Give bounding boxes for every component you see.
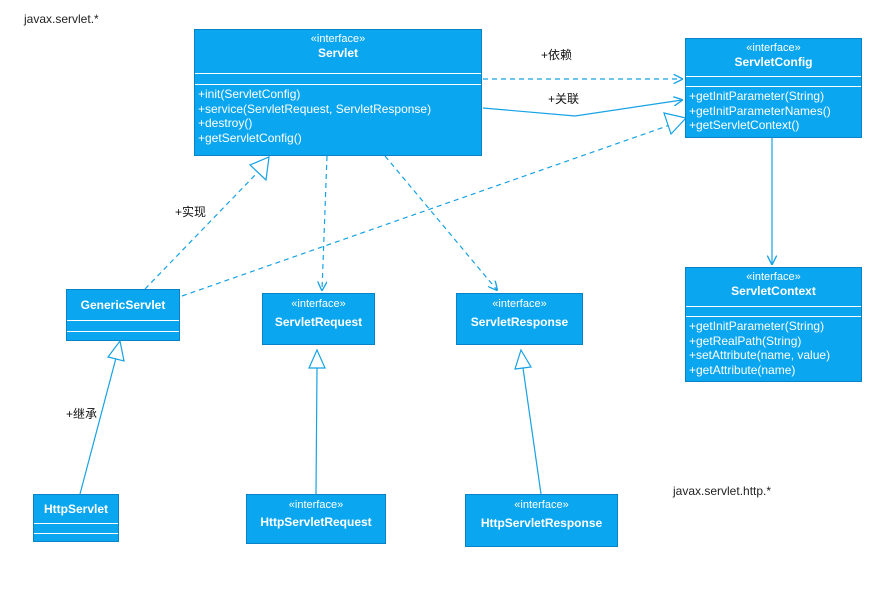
operation: +getInitParameterNames() xyxy=(689,103,831,118)
class-servlet[interactable]: «interface» Servlet +init(ServletConfig)… xyxy=(194,29,482,156)
inheritance-http-response xyxy=(522,367,542,495)
class-generic-servlet-header: GenericServlet xyxy=(67,290,179,320)
package-label-http: javax.servlet.http.* xyxy=(673,484,772,498)
stereotype-label: «interface» xyxy=(746,271,801,283)
class-name: HttpServletResponse xyxy=(480,516,603,530)
class-servlet-header: «interface» Servlet xyxy=(195,30,481,73)
realization-generic-servlet xyxy=(144,171,259,290)
class-servlet-request-header: «interface» ServletRequest xyxy=(263,294,374,344)
class-servlet-request[interactable]: «interface» ServletRequest xyxy=(262,293,375,345)
association-servlet-config xyxy=(482,100,682,117)
label-realization: +实现 xyxy=(175,205,207,219)
operation: +destroy() xyxy=(198,116,253,130)
label-dependency: +依赖 xyxy=(541,48,573,62)
inheritance-arrowhead-generic xyxy=(106,339,125,362)
operation: +getServletConfig() xyxy=(198,130,302,145)
class-http-servlet-request-header: «interface» HttpServletRequest xyxy=(247,495,385,543)
operations-compartment xyxy=(34,533,118,543)
operation: +service(ServletRequest, ServletResponse… xyxy=(198,101,432,116)
class-name: ServletRequest xyxy=(274,315,363,329)
class-name: ServletContext xyxy=(731,284,816,298)
attributes-compartment xyxy=(34,523,118,533)
label-inheritance: +继承 xyxy=(66,407,98,421)
class-name: ServletResponse xyxy=(470,315,569,329)
operation: +init(ServletConfig) xyxy=(198,87,301,101)
attributes-compartment xyxy=(686,76,861,86)
class-name: HttpServlet xyxy=(43,502,108,516)
class-name: ServletConfig xyxy=(734,55,813,69)
operations-compartment: +getInitParameter(String) +getInitParame… xyxy=(686,86,861,135)
realization-arrowhead-config xyxy=(663,112,688,136)
operation: +getInitParameter(String) xyxy=(689,89,825,103)
stereotype-label: «interface» xyxy=(310,33,366,45)
class-servlet-context[interactable]: «interface» ServletContext +getInitParam… xyxy=(685,267,862,382)
inheritance-arrowhead-response xyxy=(514,348,532,370)
operation: +getServletContext() xyxy=(689,118,800,132)
class-http-servlet-request[interactable]: «interface» HttpServletRequest xyxy=(246,494,386,544)
stereotype-label: «interface» xyxy=(746,42,801,54)
inheritance-http-request xyxy=(315,367,318,495)
attributes-compartment xyxy=(195,73,481,84)
class-servlet-context-header: «interface» ServletContext xyxy=(686,268,861,306)
operation: +getInitParameter(String) xyxy=(689,319,825,333)
operations-compartment: +getInitParameter(String) +getRealPath(S… xyxy=(686,316,861,379)
dependency-servlet-response xyxy=(384,155,497,290)
stereotype-label: «interface» xyxy=(291,298,346,310)
class-generic-servlet[interactable]: GenericServlet xyxy=(66,289,180,341)
package-label-servlet: javax.servlet.* xyxy=(24,12,99,26)
stereotype-label: «interface» xyxy=(514,499,569,511)
stereotype-label: «interface» xyxy=(288,499,344,511)
operation: +getAttribute(name) xyxy=(689,362,796,377)
class-http-servlet[interactable]: HttpServlet xyxy=(33,494,119,542)
realization-arrowhead-servlet xyxy=(248,156,270,182)
class-http-servlet-response[interactable]: «interface» HttpServletResponse xyxy=(465,494,618,547)
inheritance-http-servlet xyxy=(79,357,117,495)
class-http-servlet-response-header: «interface» HttpServletResponse xyxy=(466,495,617,546)
class-name: GenericServlet xyxy=(80,298,166,312)
operations-compartment: +init(ServletConfig) +service(ServletReq… xyxy=(195,84,481,147)
operation: +setAttribute(name, value) xyxy=(689,348,831,362)
class-servlet-config[interactable]: «interface» ServletConfig +getInitParame… xyxy=(685,38,862,138)
class-servlet-config-header: «interface» ServletConfig xyxy=(686,39,861,76)
operation: +getRealPath(String) xyxy=(689,333,802,348)
stereotype-label: «interface» xyxy=(492,298,547,310)
inheritance-arrowhead-request xyxy=(308,348,326,369)
class-servlet-response-header: «interface» ServletResponse xyxy=(457,294,582,344)
dependency-servlet-request xyxy=(322,155,328,290)
class-http-servlet-header: HttpServlet xyxy=(34,495,118,523)
operations-compartment xyxy=(67,331,179,342)
class-name: Servlet xyxy=(317,46,359,60)
label-association: +关联 xyxy=(548,92,580,106)
attributes-compartment xyxy=(67,320,179,331)
class-name: HttpServletRequest xyxy=(260,515,372,529)
class-servlet-response[interactable]: «interface» ServletResponse xyxy=(456,293,583,345)
attributes-compartment xyxy=(686,306,861,316)
